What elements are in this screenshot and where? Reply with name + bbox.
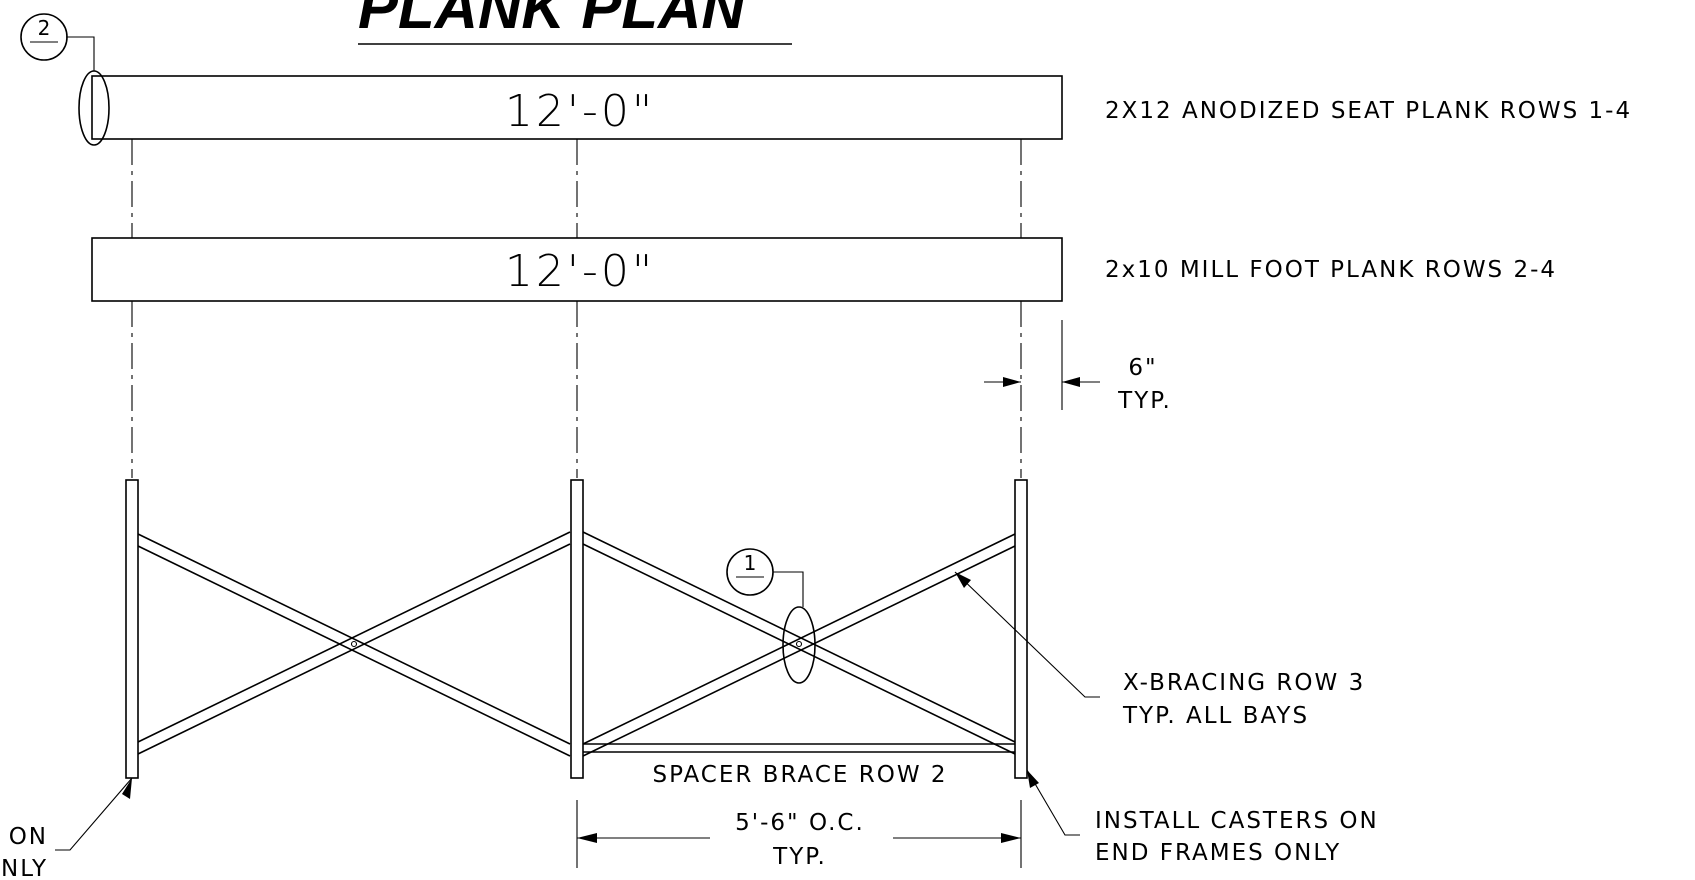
offset-dimension-value: 6" [1128,355,1157,381]
detail-leader-2 [66,36,95,71]
x-bracing-label-line2: TYP. ALL BAYS [1122,703,1309,729]
x-brace-bay2-down-a [582,531,1016,743]
x-bracing-leader-arrow [955,572,971,588]
x-brace-bay1-up-a [137,531,571,743]
x-brace-bay2-up-b [582,545,1016,757]
end-frame-left [125,479,139,779]
x-brace-bay2-up-a [582,533,1016,745]
drawing-title: PLANK PLAN [358,0,746,41]
offset-dimension-note: TYP. [1117,388,1172,414]
end-frame-right [1014,479,1028,779]
spacing-label-line2: TYP. [772,844,827,870]
detail-ellipse-1 [782,606,816,684]
casters-left-label-line2: NLY [1,856,48,880]
seat-plank-dimension: 12'-0" [505,86,655,137]
casters-left-label-line1: ON [9,824,48,850]
x-bracing-label-line1: X-BRACING ROW 3 [1123,670,1365,696]
seat-plank-label: 2X12 ANODIZED SEAT PLANK ROWS 1-4 [1105,98,1632,124]
spacing-arrow-right [1001,833,1021,843]
x-brace-bay1-up-b [137,543,571,755]
foot-plank-label: 2x10 MILL FOOT PLANK ROWS 2-4 [1105,257,1557,283]
x-bracing-leader [954,571,1100,698]
x-brace-bay1-down-a [137,533,571,745]
casters-leader-left-arrow [122,778,132,799]
offset-arrow-right [1062,377,1080,387]
detail-bubble-2-number: 2 [38,16,51,40]
foot-plank-dimension: 12'-0" [505,246,655,297]
spacing-label-line1: 5'-6" O.C. [735,810,865,836]
detail-ellipse-2 [78,70,110,146]
detail-bubble-2 [20,13,68,61]
x-brace-pivot-bay2 [795,640,803,648]
casters-label-line2: END FRAMES ONLY [1095,840,1341,866]
spacer-brace-label: SPACER BRACE ROW 2 [652,762,947,788]
center-frame [570,479,584,779]
detail-bubble-1 [726,548,774,596]
casters-leader-right-arrow [1027,770,1039,788]
offset-arrow-left [1003,377,1021,387]
casters-leader-left [55,777,133,851]
detail-bubble-1-number: 1 [744,551,757,575]
x-brace-bay1-down-b [137,545,571,757]
casters-leader-right [1026,769,1080,836]
detail-leader-1 [773,571,804,607]
casters-label-line1: INSTALL CASTERS ON [1095,808,1379,834]
spacing-arrow-left [577,833,597,843]
x-brace-pivot-bay1 [350,640,358,648]
x-brace-bay2-down-b [582,543,1016,755]
